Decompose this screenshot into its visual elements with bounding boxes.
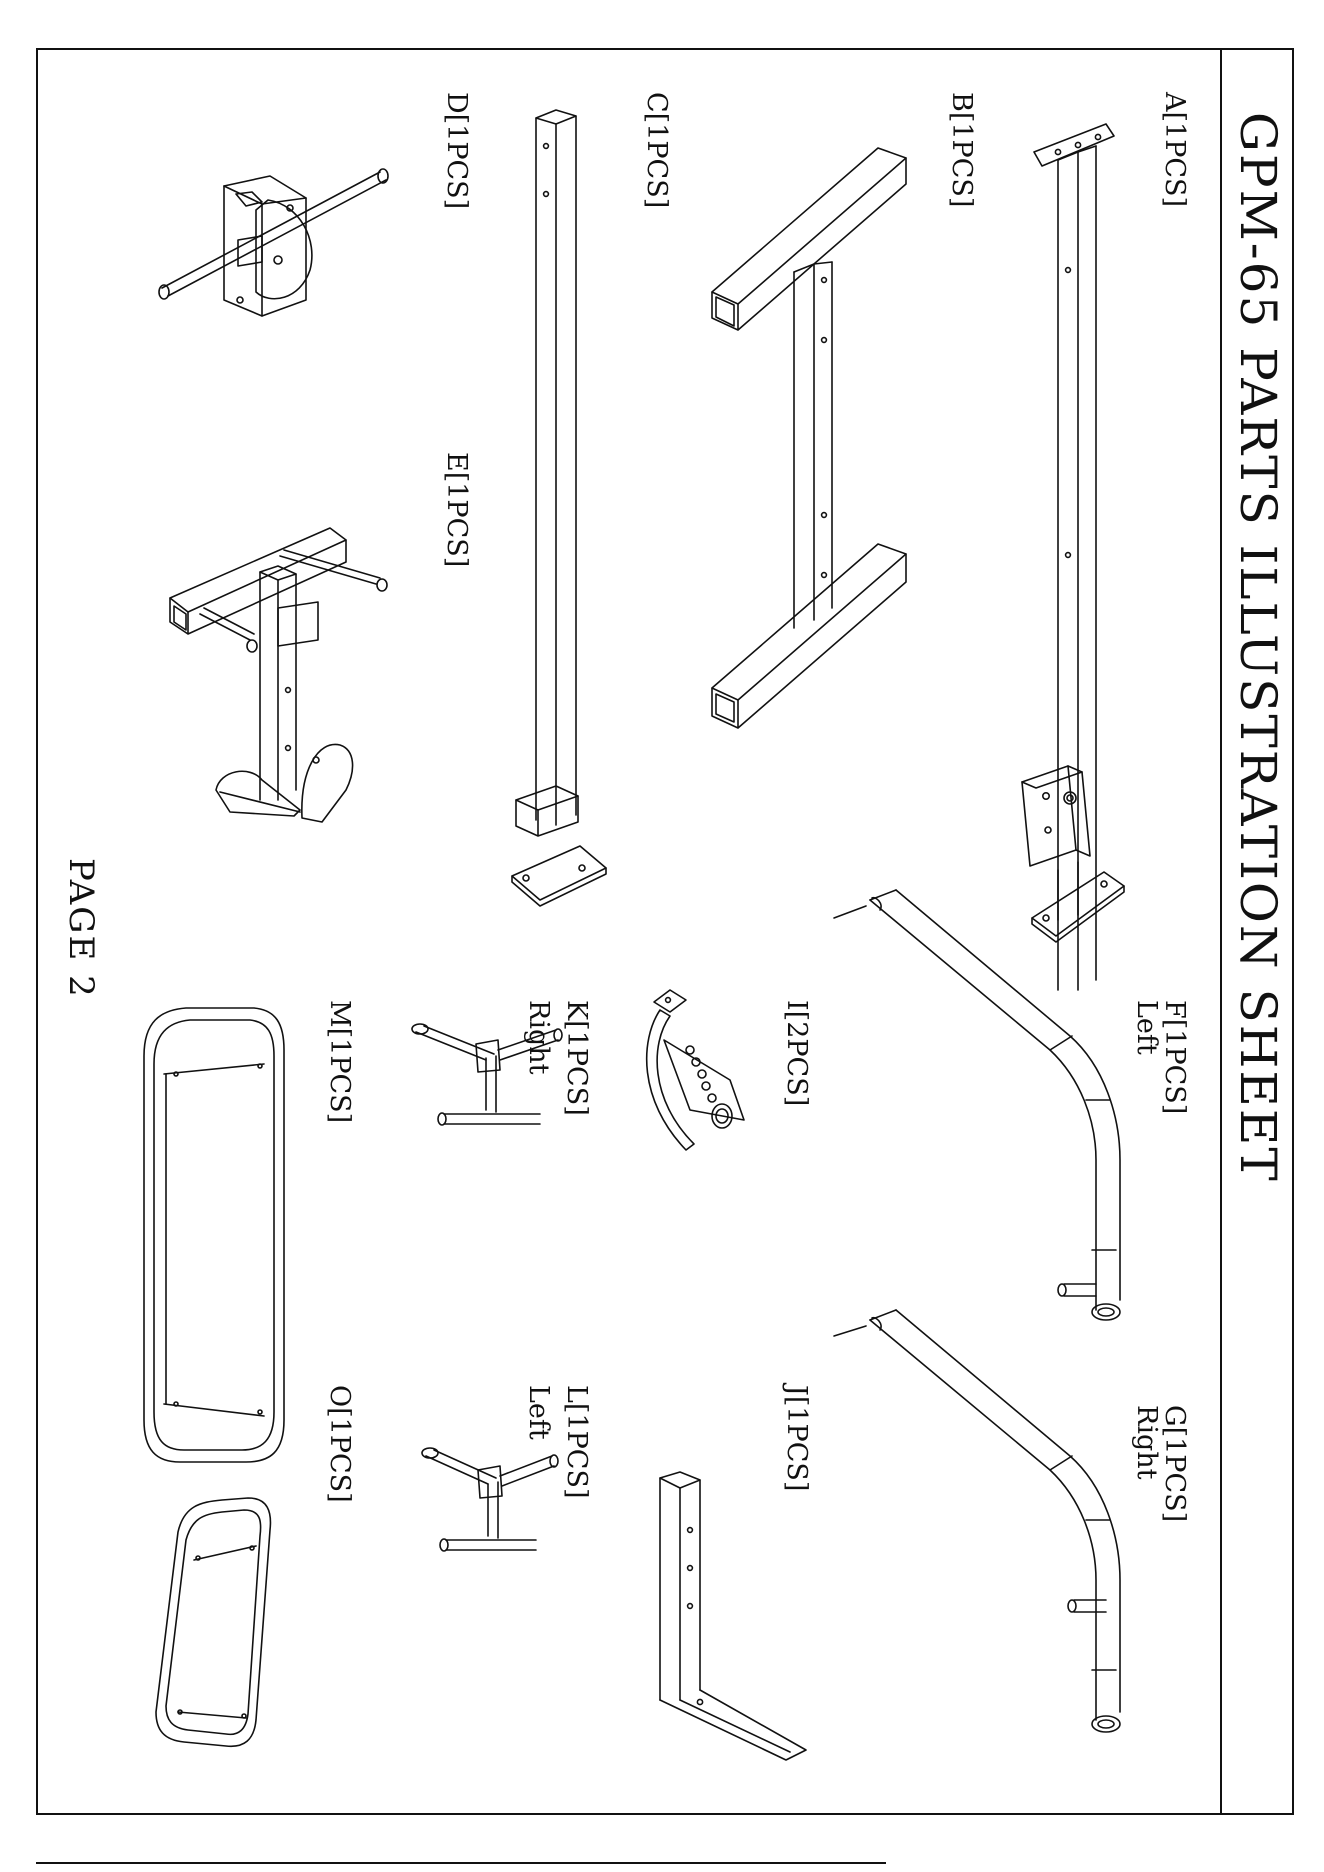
part-i-drawing	[647, 990, 744, 1150]
part-g-drawing	[834, 1310, 1120, 1732]
part-a-drawing	[1022, 124, 1124, 990]
part-j-drawing	[660, 1472, 806, 1760]
part-m-drawing	[144, 1008, 284, 1462]
bottom-rule	[36, 1862, 886, 1864]
part-c-drawing	[512, 110, 606, 906]
part-e-drawing	[170, 528, 387, 822]
part-b-drawing	[712, 148, 906, 728]
part-l-drawing	[422, 1448, 558, 1551]
part-d-drawing	[159, 169, 388, 316]
part-k-drawing	[412, 1024, 562, 1125]
part-f-drawing	[834, 890, 1120, 1320]
part-o-drawing	[156, 1498, 270, 1746]
